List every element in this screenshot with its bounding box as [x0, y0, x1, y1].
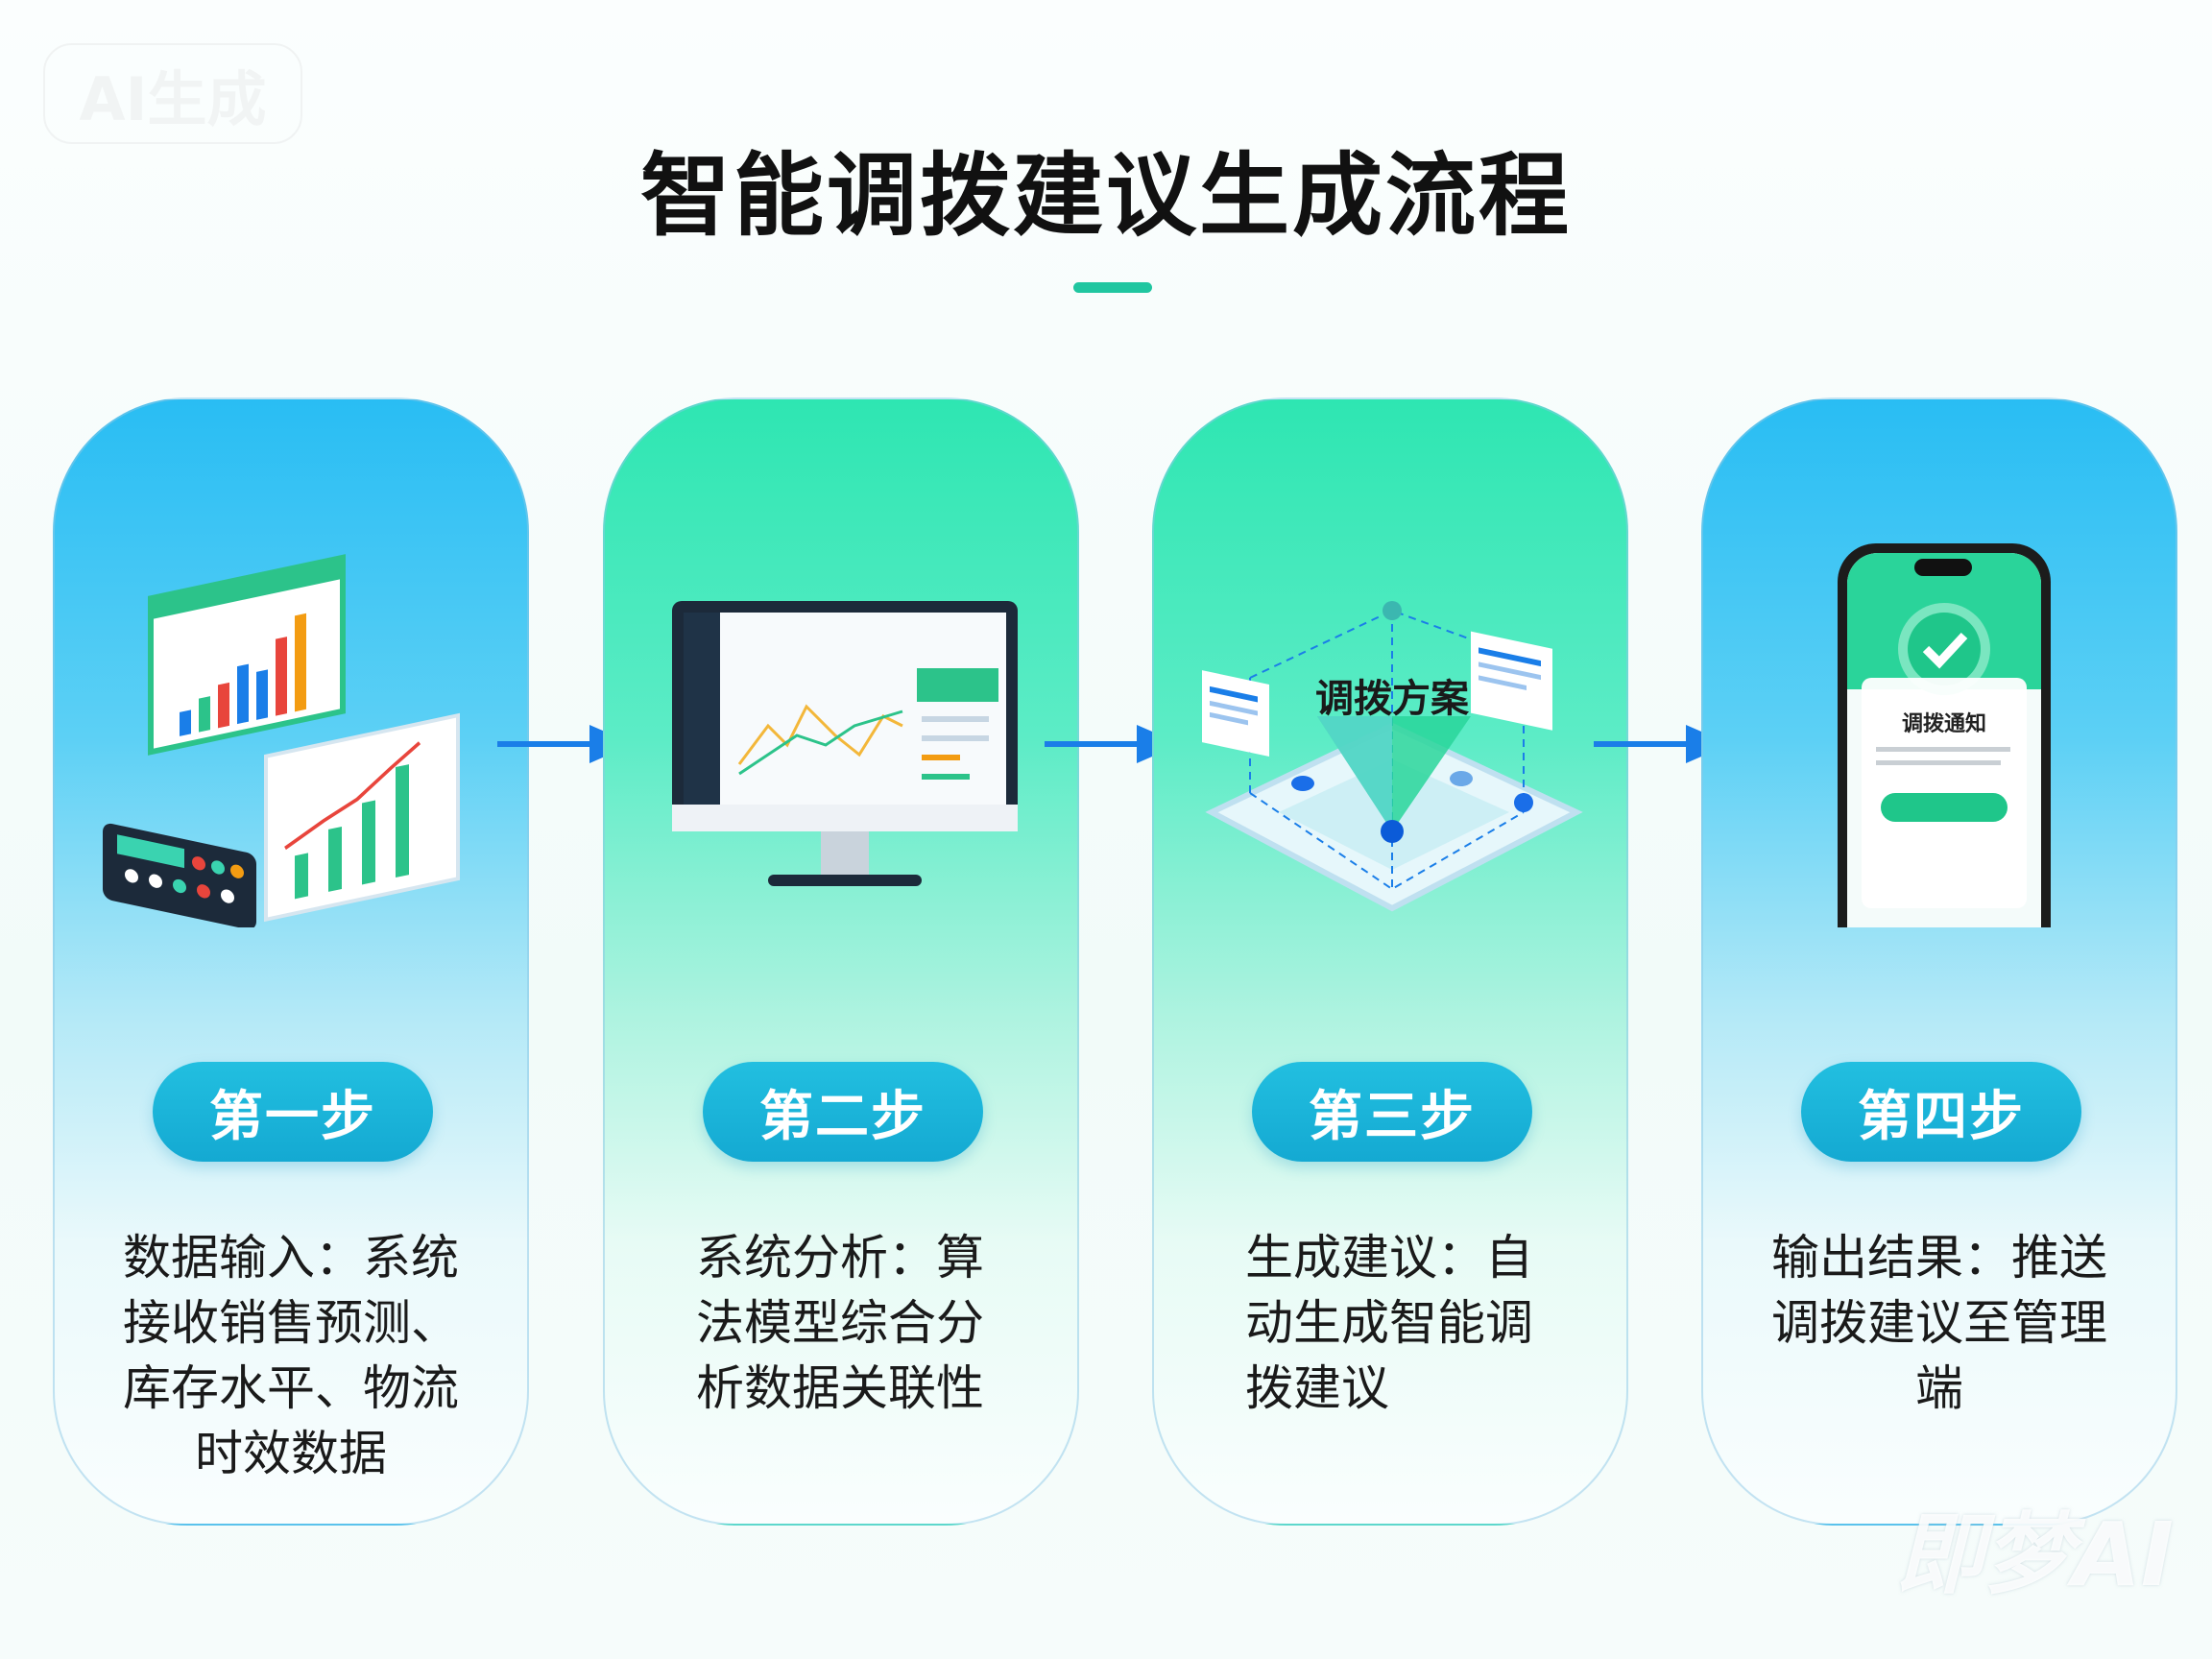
illus-notify-title: 调拨通知 — [1902, 711, 1986, 736]
page-title: 智能调拨建议生成流程 — [639, 144, 1572, 249]
step-desc-3: 生成建议：自动生成智能调拨建议 — [1245, 1230, 1533, 1416]
phone-notification-icon: 调拨通知 — [1838, 543, 2051, 927]
title-underline — [1073, 282, 1152, 293]
step-card-3: 调拨方案 第三步 生成建议：自动生成智能调拨建议 — [1152, 397, 1628, 1526]
watermark-logo: 即梦AI — [1895, 1503, 2174, 1606]
illus-plan-label: 调拨方案 — [1315, 677, 1470, 721]
step-desc-4: 输出结果：推送调拨建议至管理端 — [1771, 1230, 2107, 1416]
allocation-plan-icon: 调拨方案 — [1202, 601, 1583, 912]
ai-generated-badge: AI生成 — [43, 43, 302, 144]
step-label-2: 第二步 — [703, 1062, 983, 1162]
monitor-dashboard-icon — [672, 601, 1018, 886]
step-desc-2: 系统分析：算法模型综合分析数据关联性 — [696, 1230, 984, 1416]
step-card-1: 第一步 数据输入：系统接收销售预测、库存水平、物流时效数据 — [53, 397, 529, 1526]
step-card-2: 第二步 系统分析：算法模型综合分析数据关联性 — [603, 397, 1079, 1526]
step-desc-1: 数据输入：系统接收销售预测、库存水平、物流时效数据 — [123, 1230, 459, 1481]
step-card-4: 调拨通知 第四步 输出结果：推送调拨建议至管理端 — [1701, 397, 2177, 1526]
charts-calculator-icon — [103, 554, 460, 927]
step-label-3: 第三步 — [1252, 1062, 1532, 1162]
step-label-4: 第四步 — [1801, 1062, 2081, 1162]
step-label-1: 第一步 — [153, 1062, 433, 1162]
